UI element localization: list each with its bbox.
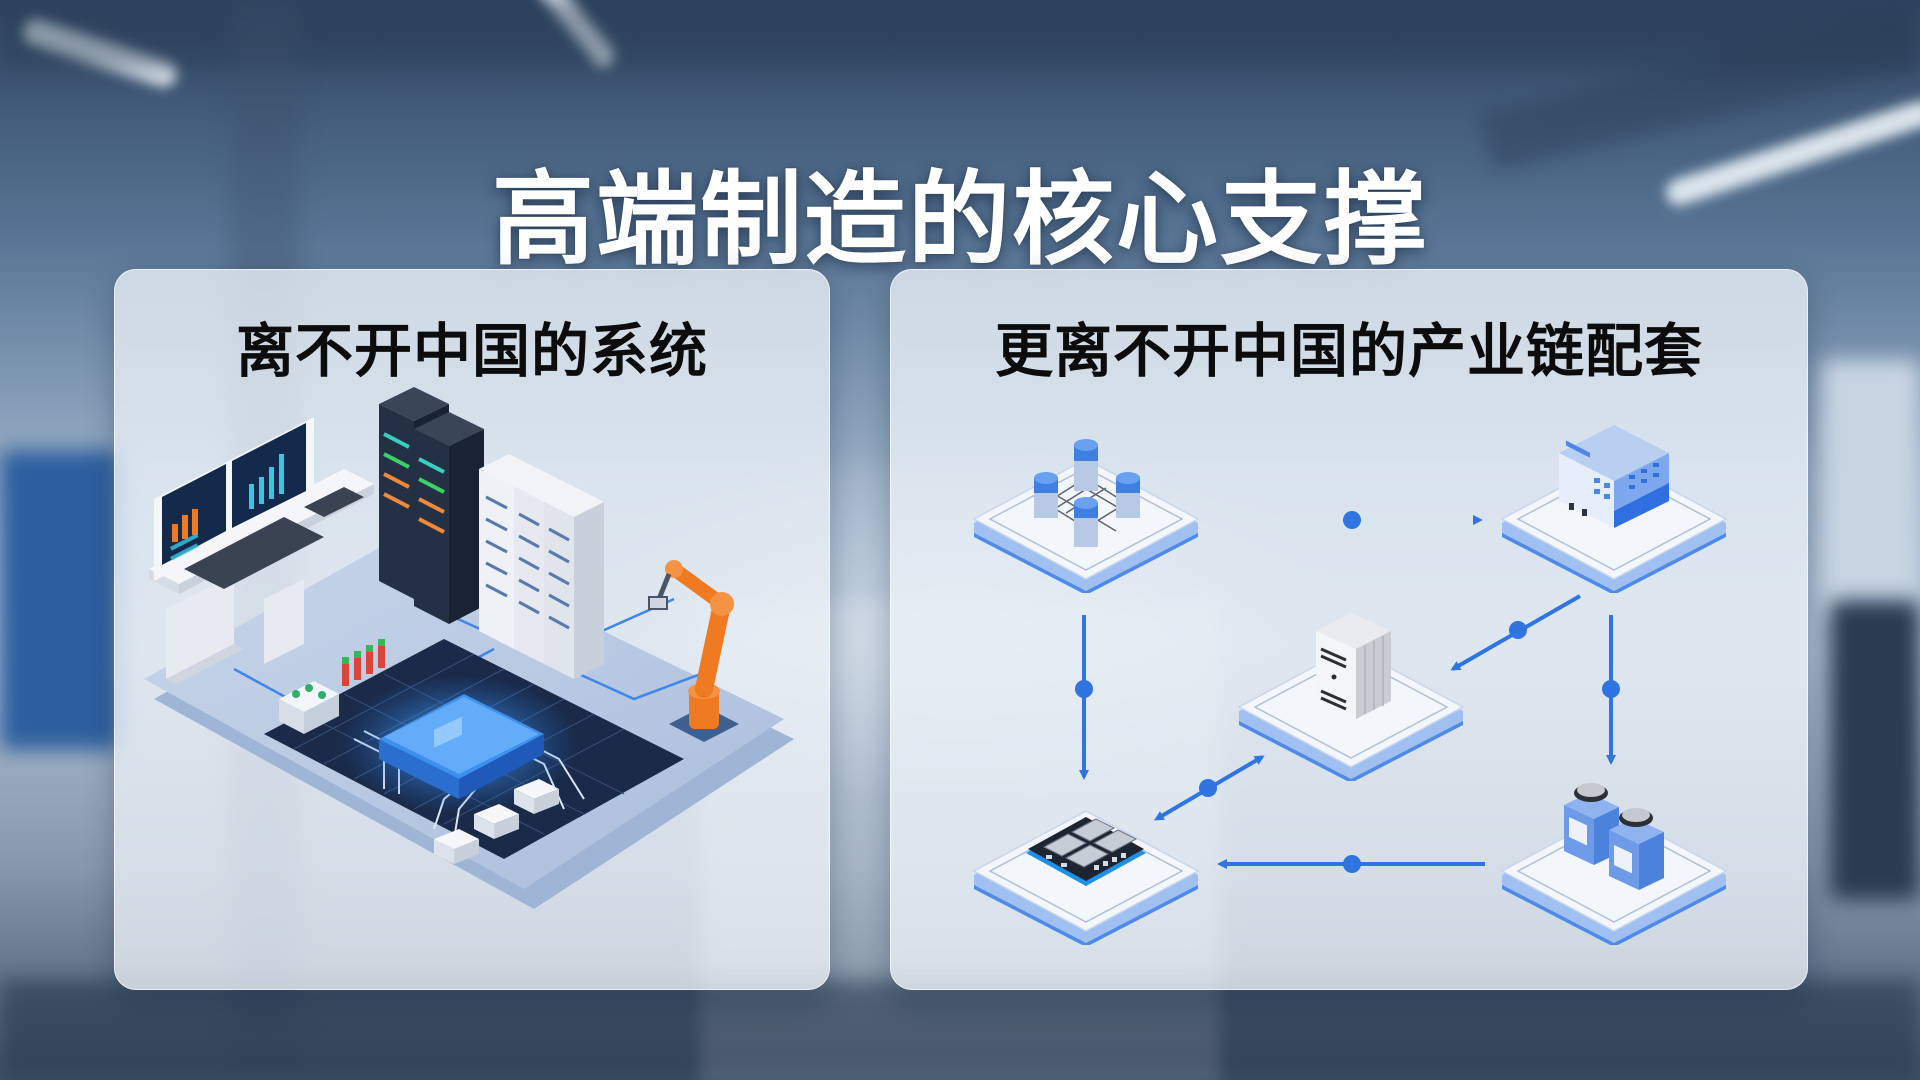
panel-heading-systems: 离不开中国的系统: [235, 317, 708, 385]
jars-instrument-icon: [1564, 783, 1664, 890]
node-factory: [1501, 425, 1727, 593]
factory-building-icon: [1559, 425, 1669, 528]
slide-title: 高端制造的核心支撑: [492, 161, 1428, 281]
node-server: [1238, 613, 1464, 781]
smart-factory-illustration: [144, 387, 794, 909]
sensor-probes-icon: [342, 639, 385, 686]
node-materials: [973, 439, 1199, 593]
robot-arm-icon: [648, 560, 739, 742]
panel-china-systems: 离不开中国的系统: [114, 269, 830, 990]
panel-china-supply-chain: 更离不开中国的产业链配套: [890, 269, 1808, 990]
node-chip: [973, 810, 1199, 945]
control-console-icon: [149, 417, 374, 684]
io-module-icon: [279, 681, 339, 734]
panel-heading-supply-chain: 更离不开中国的产业链配套: [994, 317, 1703, 385]
cpu-chip-icon: [379, 694, 544, 799]
node-instruments: [1501, 783, 1727, 945]
server-rack-white-icon: [479, 454, 604, 679]
terminal-block-icon: [434, 779, 559, 864]
edge-junction-dots: [1075, 511, 1620, 873]
cylinder-network-icon: [1034, 439, 1140, 547]
server-rack-dark-icon: [379, 387, 484, 624]
supply-chain-diagram: [973, 425, 1727, 945]
chip-module-icon: [1026, 817, 1146, 886]
server-tower-icon: [1316, 613, 1391, 719]
